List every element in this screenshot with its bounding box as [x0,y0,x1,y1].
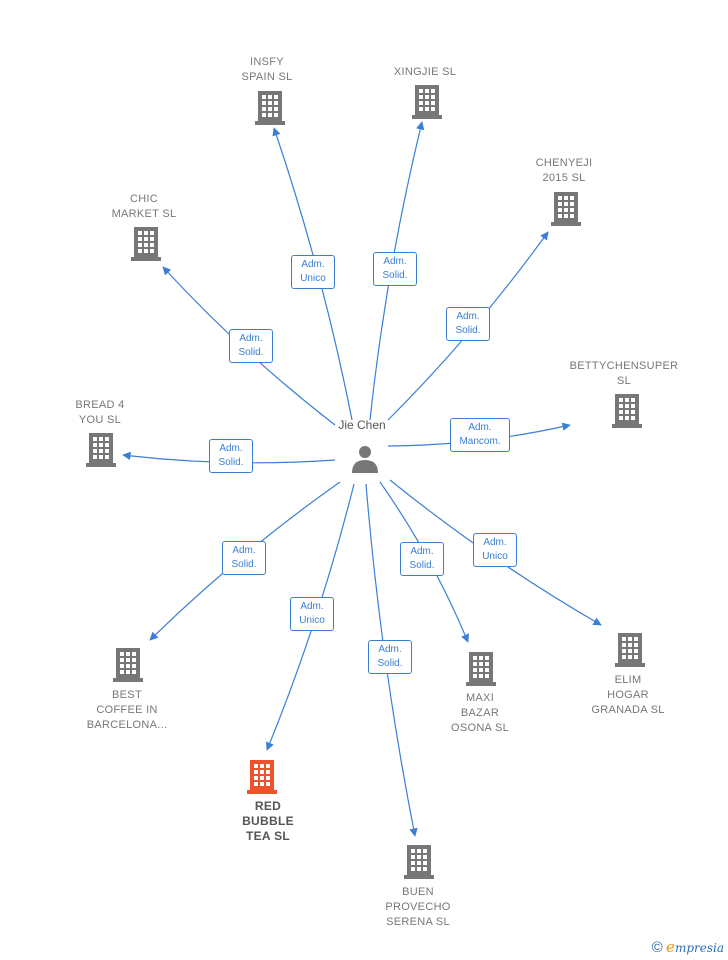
edge-label-line: Adm. [378,644,402,655]
edge-label-line: Solid. [409,560,435,571]
empresia-logo[interactable]: © empresia [652,938,724,956]
edge-label-line: Adm. [456,311,480,322]
company-node-xingjie[interactable]: XINGJIE SL [365,65,485,80]
company-node-bettychen[interactable]: BETTYCHENSUPER SL [564,359,684,389]
building-icon[interactable] [404,845,434,879]
edge-label-line: Adm. [219,443,243,454]
company-node-buenprovecho[interactable]: BUEN PROVECHO SERENA SL [358,885,478,930]
edge-label-line: Unico [482,551,508,562]
edge-label-line: Adm. [383,256,407,267]
person-name: Jie Chen [338,418,386,432]
company-name: RED BUBBLE TEA SL [242,799,294,843]
edge-label-line: Solid. [218,457,244,468]
company-name: CHENYEJI 2015 SL [535,157,593,184]
edge-label-bestcoffee: Adm. Solid. [222,541,266,575]
edge-label-line: Solid. [231,559,257,570]
company-node-insfy[interactable]: INSFY SPAIN SL [207,55,327,85]
company-node-bestcoffee[interactable]: BEST COFFEE IN BARCELONA... [67,688,187,733]
edge-label-line: Unico [299,615,325,626]
brand-name: empresia [666,938,724,956]
company-name: MAXI BAZAR OSONA SL [450,692,510,734]
edge-label-line: Adm. [483,537,507,548]
company-node-redbubble[interactable]: RED BUBBLE TEA SL [208,799,328,844]
person-icon [352,446,378,473]
company-name: XINGJIE SL [393,66,457,78]
edge-label-line: Solid. [377,658,403,669]
edge-label-buenprovecho: Adm. Solid. [368,640,412,674]
company-node-chic[interactable]: CHIC MARKET SL [84,192,204,222]
company-name: BREAD 4 YOU SL [75,399,125,426]
edge-label-maxibazar: Adm. Solid. [400,542,444,576]
edge-label-insfy: Adm. Unico [291,255,335,289]
edge-label-bettychen: Adm. Mancom. [450,418,510,452]
company-node-elimhogar[interactable]: ELIM HOGAR GRANADA SL [568,673,688,718]
building-icon[interactable] [551,192,581,226]
edge-label-xingjie: Adm. Solid. [373,252,417,286]
edge-label-line: Solid. [238,347,264,358]
person-node[interactable]: Jie Chen [312,418,412,432]
edge-label-line: Adm. [239,333,263,344]
edge-label-line: Adm. [468,422,492,433]
edge-label-line: Adm. [301,259,325,270]
building-icon[interactable] [612,394,642,428]
building-icon[interactable] [86,433,116,467]
building-icon[interactable] [412,85,442,119]
company-name: BEST COFFEE IN BARCELONA... [86,689,168,731]
edge-label-line: Unico [300,273,326,284]
edge-label-line: Mancom. [459,436,501,447]
edge-label-line: Adm. [410,546,434,557]
building-icon[interactable] [131,227,161,261]
edge-label-chic: Adm. Solid. [229,329,273,363]
edge-label-line: Adm. [232,545,256,556]
building-icon[interactable] [466,652,496,686]
company-name: CHIC MARKET SL [111,193,177,220]
company-name: BUEN PROVECHO SERENA SL [385,886,451,928]
company-name: INSFY SPAIN SL [241,56,293,83]
building-icon[interactable] [615,633,645,667]
company-node-maxibazar[interactable]: MAXI BAZAR OSONA SL [420,691,540,736]
edge-label-line: Adm. [300,601,324,612]
company-name: BETTYCHENSUPER SL [569,360,679,387]
edge-label-chenyeji: Adm. Solid. [446,307,490,341]
edge-label-line: Solid. [455,325,481,336]
company-node-bread4you[interactable]: BREAD 4 YOU SL [40,398,160,428]
edge-label-line: Solid. [382,270,408,281]
edge-label-elimhogar: Adm. Unico [473,533,517,567]
edge-label-redbubble: Adm. Unico [290,597,334,631]
copyright-icon: © [651,939,663,956]
edge-label-bread4you: Adm. Solid. [209,439,253,473]
company-node-chenyeji[interactable]: CHENYEJI 2015 SL [504,156,624,186]
building-icon[interactable] [255,91,285,125]
company-name: ELIM HOGAR GRANADA SL [591,674,665,716]
building-icon[interactable] [113,648,143,682]
building-icon[interactable] [247,760,277,794]
